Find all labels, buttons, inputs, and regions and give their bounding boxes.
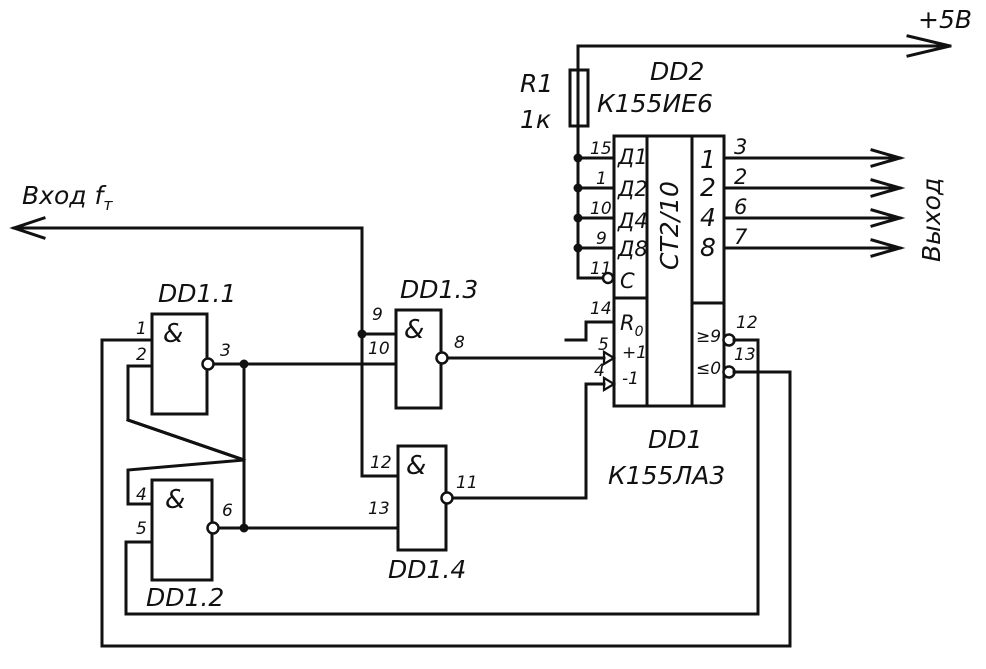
input-label: Вход fт <box>22 181 113 214</box>
up-label: +1 <box>622 343 647 363</box>
pin-4: 4 <box>594 361 605 381</box>
pin-1: 1 <box>596 169 607 189</box>
pin-label: 13 <box>368 499 390 519</box>
borrow-label: ≤0 <box>696 359 721 379</box>
reset-label: R0 <box>620 311 644 340</box>
gate-ref: DD1.4 <box>388 555 466 584</box>
carry-label: ≥9 <box>696 327 721 347</box>
gate-dd1-1: & DD1.1 1 2 3 <box>136 279 236 416</box>
counter-dd2: DD2 К155ИЕ6 CT2/10 Д1 Д2 Д4 Д8 С R0 +1 -… <box>597 57 726 408</box>
gate-dd1-4: & DD1.4 12 13 11 <box>368 444 478 584</box>
gates-chip-part: К155ЛА3 <box>608 461 725 490</box>
input-label-c: С <box>620 269 635 293</box>
out-pin-3: 3 <box>734 135 747 159</box>
input-label-d2: Д2 <box>617 177 648 201</box>
gate-symbol: & <box>163 319 183 349</box>
pin-5: 5 <box>598 335 609 355</box>
gate-ref: DD1.1 <box>158 279 236 308</box>
input-label-d4: Д4 <box>617 209 648 233</box>
input-wiring: Вход fт <box>9 181 400 478</box>
pin-14: 14 <box>590 299 612 319</box>
weight-1: 1 <box>700 145 716 174</box>
out-pin-2: 2 <box>734 165 747 189</box>
flip-flop-wiring <box>126 359 400 533</box>
supply-rail: +5B <box>576 5 972 130</box>
gate-dd1-2: & DD1.2 4 5 6 <box>136 478 233 612</box>
pin-10: 10 <box>590 199 612 219</box>
counter-ref: DD2 <box>650 57 704 86</box>
pin-11: 11 <box>590 259 612 279</box>
pin-label: 9 <box>372 305 383 325</box>
count-inputs-wiring: 5 4 <box>438 335 617 500</box>
pin-15: 15 <box>590 139 612 159</box>
down-label: -1 <box>622 369 639 389</box>
pin-label: 12 <box>370 453 392 473</box>
pin-label: 11 <box>456 473 478 493</box>
pin-label: 4 <box>136 485 147 505</box>
output-label: Выход <box>917 178 946 262</box>
resistor-value: 1к <box>520 105 551 134</box>
gate-symbol: & <box>406 451 426 481</box>
carry-borrow-wiring: 12 13 <box>100 313 792 648</box>
pin-label: 1 <box>136 319 147 339</box>
counter-input-wiring: 15 1 10 9 11 14 <box>564 124 616 342</box>
gate-ref: DD1.3 <box>400 275 478 304</box>
resistor-ref: R1 <box>520 69 553 98</box>
gate-dd1-3: & DD1.3 9 10 8 <box>368 275 478 410</box>
supply-label: +5B <box>918 5 972 34</box>
weight-8: 8 <box>700 233 716 262</box>
pin-label: 2 <box>136 345 147 365</box>
pin-label: 3 <box>220 341 231 361</box>
gate-symbol: & <box>404 315 424 345</box>
out-pin-6: 6 <box>734 195 747 219</box>
gates-chip-ref: DD1 <box>648 425 702 454</box>
pin-label: 6 <box>222 501 233 521</box>
pin-13: 13 <box>734 345 756 365</box>
counter-part: К155ИЕ6 <box>597 89 713 118</box>
weight-4: 4 <box>700 203 716 232</box>
out-pin-7: 7 <box>734 225 748 249</box>
gate-ref: DD1.2 <box>146 583 224 612</box>
weight-2: 2 <box>700 173 716 202</box>
input-label-d8: Д8 <box>617 237 648 261</box>
pin-label: 5 <box>136 519 147 539</box>
counter-outputs: 3 2 6 7 Выход <box>722 135 946 262</box>
pin-label: 10 <box>368 339 390 359</box>
resistor-r1: R1 1к <box>520 68 590 134</box>
pin-label: 8 <box>454 333 465 353</box>
counter-function: CT2/10 <box>655 181 684 270</box>
pin-9: 9 <box>596 229 607 249</box>
gate-symbol: & <box>165 485 185 515</box>
pin-12: 12 <box>736 313 758 333</box>
input-label-d1: Д1 <box>617 145 648 169</box>
